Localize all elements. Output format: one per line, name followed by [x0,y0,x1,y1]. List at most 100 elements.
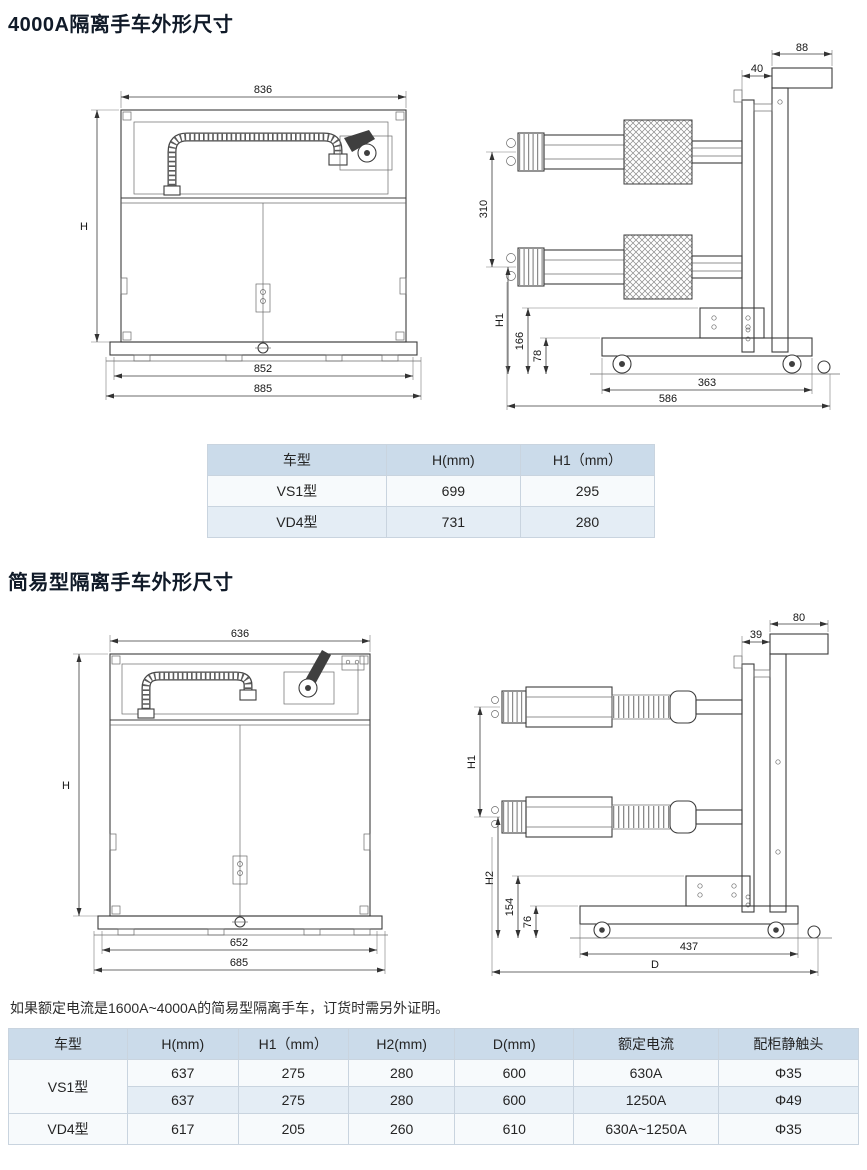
dim-bottom-outer: 885 [105,357,422,400]
dim-H1: H1 [494,267,511,374]
dim-overall-depth: 586 [506,282,831,410]
dim-label: H [62,780,70,792]
dim-H1: H1 [466,706,500,818]
cell-h1: 280 [519,506,656,538]
dim-166: 166 [514,307,698,374]
cell-model: VD4型 [8,1113,128,1145]
table-row: 637 275 280 600 1250A Φ49 [9,1086,860,1114]
dim-height-H: H [62,653,108,917]
dim-H2: H2 [484,817,501,938]
cell-h1: 275 [237,1059,349,1087]
table-row: VD4型 617 205 260 610 630A~1250A Φ35 [8,1113,860,1145]
dim-76: 76 [522,905,578,938]
dim-label: H [80,221,88,233]
dim-top-width: 836 [120,84,407,108]
front-view-drawing-simple: 636 H [62,628,388,974]
table-row: VD4型 731 280 [207,506,656,538]
dim-label: 40 [751,63,763,75]
dim-bottom-inner: 652 [101,931,378,954]
operating-mechanism [283,650,335,705]
dim-label: 685 [230,957,248,969]
dimension-table-simple: 车型 H(mm) H1（mm） H2(mm) D(mm) 额定电流 配柜静触头 … [8,1028,860,1145]
table-header-row: 车型 H(mm) H1（mm） [207,444,656,476]
section2-title: 简易型隔离手车外形尺寸 [8,572,234,594]
dim-label: 836 [254,84,272,96]
mounting-frame [733,633,829,913]
dim-label: H1 [494,313,506,327]
dim-label: 39 [750,629,762,641]
side-view-drawing-simple: 39 80 [466,612,832,976]
front-view-drawing-4000a: 836 H [80,84,422,400]
cell-contact: Φ35 [717,1113,860,1145]
dim-88: 88 [771,42,833,66]
flexible-conduit [137,671,257,719]
cell-current: 630A~1250A [573,1113,719,1145]
dim-label: 586 [659,393,677,405]
dim-label: H1 [466,755,478,769]
dim-label: 154 [504,898,516,916]
dim-39: 39 [741,629,770,662]
dim-154: 154 [504,875,684,938]
column-header: 额定电流 [573,1028,719,1060]
cell-h1: 275 [237,1086,349,1114]
column-header: 车型 [8,1028,128,1060]
upper-pole [506,119,743,185]
cell-d: 600 [454,1059,575,1087]
column-header: H1（mm） [519,444,656,476]
column-header: H(mm) [385,444,521,476]
section1-title: 4000A隔离手车外形尺寸 [8,14,234,36]
dim-label: 437 [680,941,698,953]
cell-h: 637 [127,1086,239,1114]
column-header: H(mm) [127,1028,239,1060]
dim-label: 885 [254,383,272,395]
dim-pole-span: 310 [478,151,516,268]
dim-label: 852 [254,363,272,375]
column-header: D(mm) [454,1028,575,1060]
base-assembly [590,307,840,375]
cell-h: 637 [127,1059,239,1087]
order-note: 如果额定电流是1600A~4000A的简易型隔离手车，订货时需另外证明。 [10,1000,450,1016]
base-assembly [94,915,388,936]
cabinet-body [120,109,407,343]
cell-model: VS1型 [8,1059,128,1114]
flexible-conduit [163,132,348,196]
cell-h2: 280 [347,1059,456,1087]
column-header: H1（mm） [237,1028,349,1060]
cell-h2: 260 [347,1113,456,1145]
dim-label: 76 [522,916,534,928]
dim-40: 40 [741,63,772,98]
cabinet-body [109,653,371,917]
cell-current: 630A [573,1059,719,1087]
cell-contact: Φ49 [717,1086,860,1114]
upper-pole [491,686,743,728]
dim-label: 363 [698,377,716,389]
column-header: H2(mm) [347,1028,456,1060]
column-header: 配柜静触头 [717,1028,860,1060]
dimension-table-4000a: 车型 H(mm) H1（mm） VS1型 699 295 VD4型 731 28… [207,444,656,538]
dim-80: 80 [769,612,829,632]
cell-d: 610 [454,1113,575,1145]
cell-model: VS1型 [207,475,387,507]
dim-label: 166 [514,332,526,350]
cell-model: VD4型 [207,506,387,538]
cell-h: 617 [127,1113,239,1145]
dim-overall-depth: D [491,837,819,976]
lower-pole [491,796,743,838]
cell-current: 1250A [573,1086,719,1114]
lower-pole [506,234,743,300]
cell-h2: 280 [347,1086,456,1114]
dim-base-length: 437 [579,924,799,958]
dim-78: 78 [532,337,600,374]
column-header: 车型 [207,444,387,476]
dim-label: 652 [230,937,248,949]
cell-h1: 295 [519,475,656,507]
table-row: VS1型 699 295 [207,475,656,507]
cell-h: 731 [385,506,521,538]
cell-h: 699 [385,475,521,507]
dim-height-H: H [80,109,119,343]
dim-top-width: 636 [109,628,371,652]
table-row: VS1型 637 275 280 600 630A Φ35 [8,1059,860,1114]
dim-label: H2 [484,871,496,885]
dim-bottom-outer: 685 [93,931,386,974]
